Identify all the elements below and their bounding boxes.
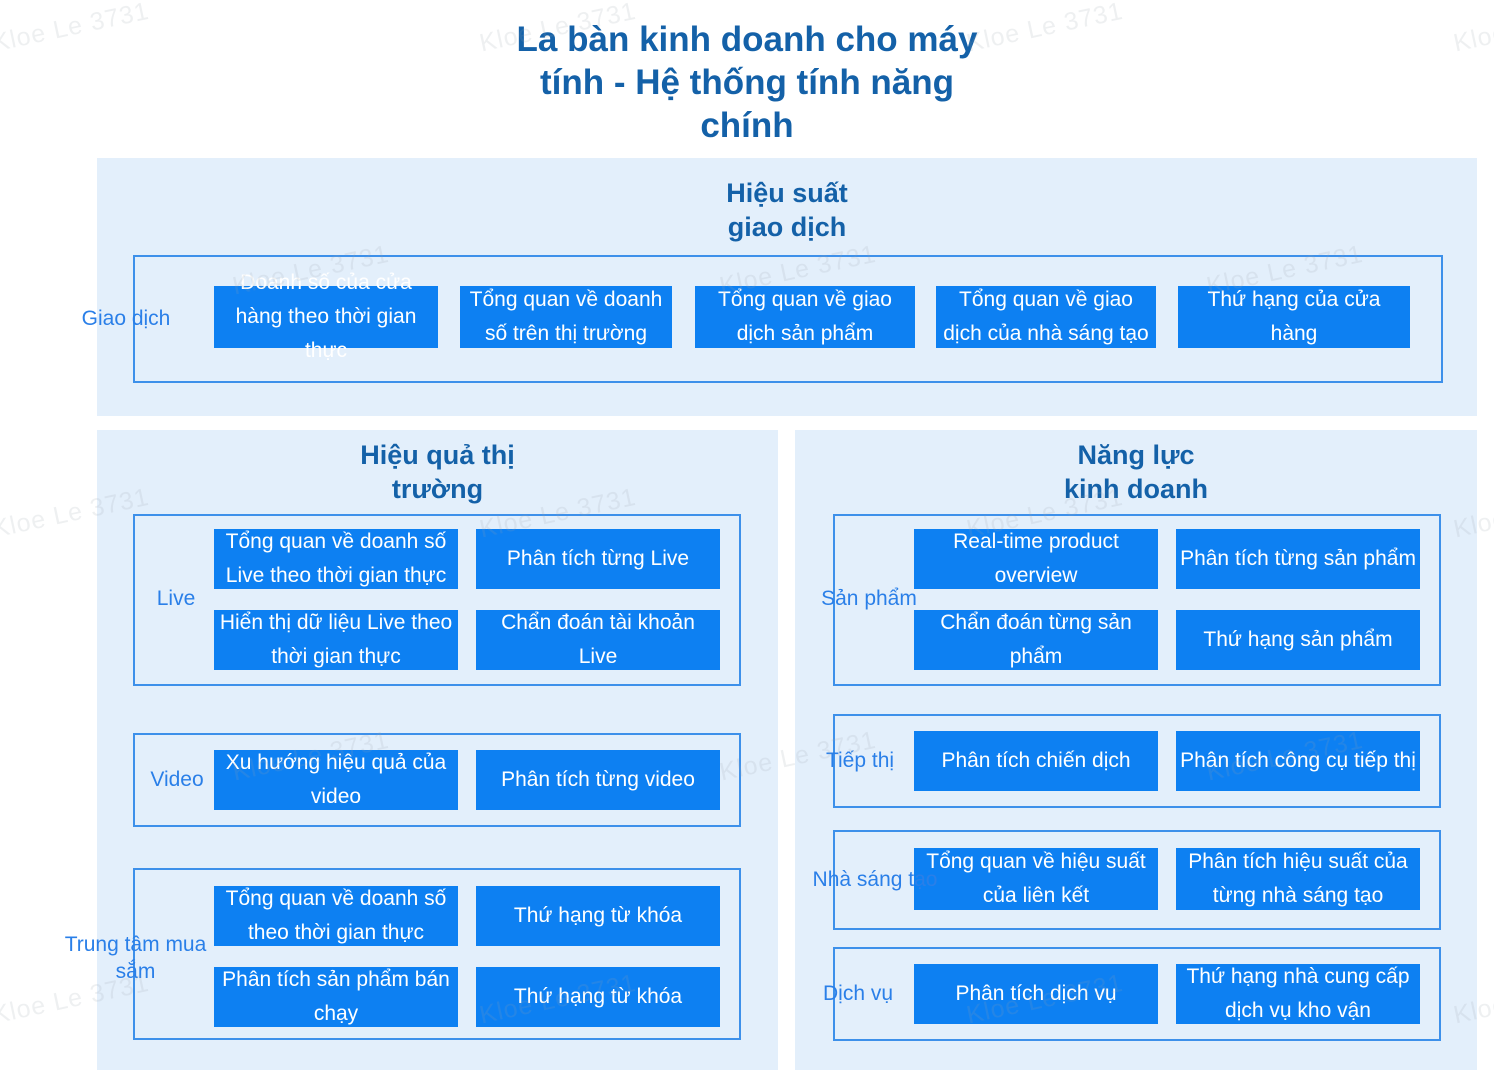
- chip-shopping-0[interactable]: Tổng quan về doanh số theo thời gian thự…: [214, 886, 458, 946]
- chip-service-0[interactable]: Phân tích dịch vụ: [914, 964, 1158, 1024]
- chip-live-2[interactable]: Hiển thị dữ liệu Live theo thời gian thự…: [214, 610, 458, 670]
- chip-marketing-1-label: Phân tích công cụ tiếp thị: [1180, 749, 1416, 772]
- panel-market-title: Hiệu quả thị trường: [97, 438, 778, 506]
- chip-transaction-2[interactable]: Tổng quan về giao dịch sản phẩm: [695, 286, 915, 348]
- page-title-line-1: La bàn kinh doanh cho máy: [516, 20, 978, 59]
- chip-live-1[interactable]: Phân tích từng Live: [476, 529, 720, 589]
- chip-product-0-label: Real-time product overview: [953, 530, 1119, 587]
- chip-shopping-3[interactable]: Thứ hạng từ khóa: [476, 967, 720, 1027]
- chip-video-0[interactable]: Xu hướng hiệu quả của video: [214, 750, 458, 810]
- chip-shopping-2-label: Phân tích sản phẩm bán chạy: [222, 968, 450, 1025]
- panel-capability-title-line-1: Năng lực: [1077, 440, 1195, 470]
- row-dich-vu: [833, 947, 1441, 1041]
- chip-service-1[interactable]: Thứ hạng nhà cung cấp dịch vụ kho vận: [1176, 964, 1420, 1024]
- chip-product-2[interactable]: Chẩn đoán từng sản phẩm: [914, 610, 1158, 670]
- chip-shopping-0-label: Tổng quan về doanh số theo thời gian thự…: [225, 887, 447, 944]
- row-video: [133, 733, 741, 827]
- chip-product-2-label: Chẩn đoán từng sản phẩm: [940, 611, 1132, 668]
- panel-market-title-line-2: trường: [391, 474, 484, 504]
- panel-transaction-title-line-2: giao dịch: [727, 212, 847, 242]
- chip-shopping-1-label: Thứ hạng từ khóa: [513, 904, 683, 927]
- chip-transaction-4[interactable]: Thứ hạng của cửa hàng: [1178, 286, 1410, 348]
- panel-capability-title-line-2: kinh doanh: [1064, 474, 1208, 504]
- chip-marketing-0[interactable]: Phân tích chiến dịch: [914, 731, 1158, 791]
- chip-live-3[interactable]: Chẩn đoán tài khoản Live: [476, 610, 720, 670]
- chip-live-3-label: Chẩn đoán tài khoản Live: [501, 611, 695, 668]
- chip-transaction-1-label: Tổng quan về doanh số trên thị trường: [469, 288, 663, 345]
- chip-live-2-label: Hiển thị dữ liệu Live theo thời gian thự…: [219, 611, 453, 668]
- row-san-pham: [833, 514, 1441, 686]
- chip-live-0-label: Tổng quan về doanh số Live theo thời gia…: [225, 530, 447, 587]
- chip-transaction-3-label: Tổng quan về giao dịch của nhà sáng tạo: [943, 288, 1149, 345]
- row-tiep-thi: [833, 714, 1441, 808]
- page-title: La bàn kinh doanh cho máy tính - Hệ thốn…: [0, 18, 1494, 147]
- page-title-line-2: tính - Hệ thống tính năng: [539, 63, 955, 102]
- chip-service-0-label: Phân tích dịch vụ: [955, 982, 1117, 1005]
- chip-shopping-3-label: Thứ hạng từ khóa: [513, 985, 683, 1008]
- panel-capability-title: Năng lực kinh doanh: [795, 438, 1477, 506]
- chip-video-1-label: Phân tích từng video: [501, 768, 695, 791]
- page-title-line-3: chính: [700, 106, 794, 145]
- chip-product-0[interactable]: Real-time product overview: [914, 529, 1158, 589]
- chip-product-1-label: Phân tích từng sản phẩm: [1180, 547, 1416, 570]
- chip-shopping-2[interactable]: Phân tích sản phẩm bán chạy: [214, 967, 458, 1027]
- row-giao-dich: [133, 255, 1443, 383]
- chip-transaction-2-label: Tổng quan về giao dịch sản phẩm: [718, 288, 892, 345]
- chip-creator-1-label: Phân tích hiệu suất của từng nhà sáng tạ…: [1188, 850, 1408, 907]
- row-live: [133, 514, 741, 686]
- chip-shopping-1[interactable]: Thứ hạng từ khóa: [476, 886, 720, 946]
- chip-transaction-3[interactable]: Tổng quan về giao dịch của nhà sáng tạo: [936, 286, 1156, 348]
- panel-transaction-title: Hiệu suất giao dịch: [97, 176, 1477, 244]
- panel-transaction-title-line-1: Hiệu suất: [726, 178, 848, 208]
- chip-transaction-4-label: Thứ hạng của cửa hàng: [1207, 288, 1381, 345]
- chip-creator-0-label: Tổng quan về hiệu suất của liên kết: [926, 850, 1146, 907]
- chip-transaction-1[interactable]: Tổng quan về doanh số trên thị trường: [460, 286, 672, 348]
- chip-transaction-0[interactable]: Doanh số của cửa hàng theo thời gian thự…: [214, 271, 438, 362]
- chip-transaction-0-label: Doanh số của cửa hàng theo thời gian thự…: [235, 271, 417, 362]
- chip-product-3[interactable]: Thứ hạng sản phẩm: [1176, 610, 1420, 670]
- chip-marketing-0-label: Phân tích chiến dịch: [941, 749, 1131, 772]
- panel-market-title-line-1: Hiệu quả thị: [360, 440, 515, 470]
- chip-product-1[interactable]: Phân tích từng sản phẩm: [1176, 529, 1420, 589]
- chip-service-1-label: Thứ hạng nhà cung cấp dịch vụ kho vận: [1186, 965, 1410, 1022]
- chip-creator-0[interactable]: Tổng quan về hiệu suất của liên kết: [914, 848, 1158, 910]
- chip-marketing-1[interactable]: Phân tích công cụ tiếp thị: [1176, 731, 1420, 791]
- chip-video-0-label: Xu hướng hiệu quả của video: [225, 751, 447, 808]
- chip-video-1[interactable]: Phân tích từng video: [476, 750, 720, 810]
- row-nha-sang-tao: [833, 830, 1441, 930]
- chip-live-0[interactable]: Tổng quan về doanh số Live theo thời gia…: [214, 529, 458, 589]
- chip-live-1-label: Phân tích từng Live: [506, 547, 690, 570]
- chip-product-3-label: Thứ hạng sản phẩm: [1203, 628, 1393, 651]
- chip-creator-1[interactable]: Phân tích hiệu suất của từng nhà sáng tạ…: [1176, 848, 1420, 910]
- row-trung-tam-mua-sam: [133, 868, 741, 1040]
